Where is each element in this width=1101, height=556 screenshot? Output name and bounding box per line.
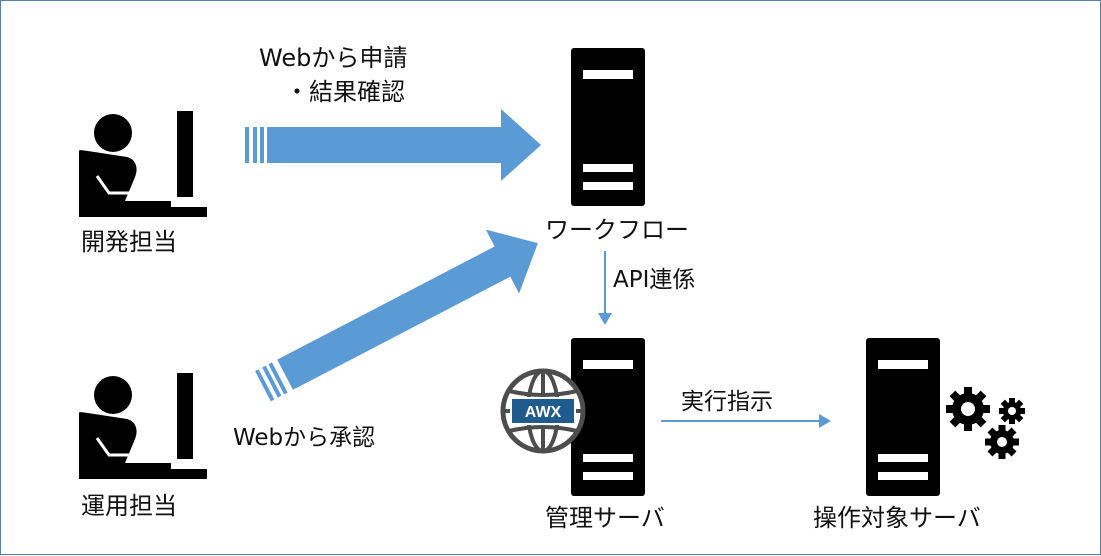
target-server-icon <box>866 338 940 496</box>
api-arrow <box>598 251 612 325</box>
exec-arrow <box>661 414 831 428</box>
result-check-label: ・結果確認 <box>285 78 405 106</box>
operator-person-icon <box>77 371 209 481</box>
exec-label: 実行指示 <box>681 389 773 415</box>
approve-arrow <box>255 229 538 402</box>
awx-badge-text: AWX <box>525 404 562 421</box>
awx-badge <box>510 397 576 425</box>
workflow-label: ワークフロー <box>545 216 689 244</box>
target-server-label: 操作対象サーバ <box>813 504 981 532</box>
mgmt-server-label: 管理サーバ <box>545 504 665 532</box>
ops-label: 運用担当 <box>81 492 177 520</box>
dev-label: 開発担当 <box>81 228 177 256</box>
developer-person-icon <box>77 109 209 219</box>
workflow-server-icon <box>571 48 645 206</box>
request-arrow <box>245 109 541 181</box>
web-request-label: Webから申請 <box>259 44 408 72</box>
api-label: API連係 <box>613 267 696 293</box>
gears-icon <box>946 387 1025 459</box>
web-approve-label: Webから承認 <box>233 425 376 451</box>
